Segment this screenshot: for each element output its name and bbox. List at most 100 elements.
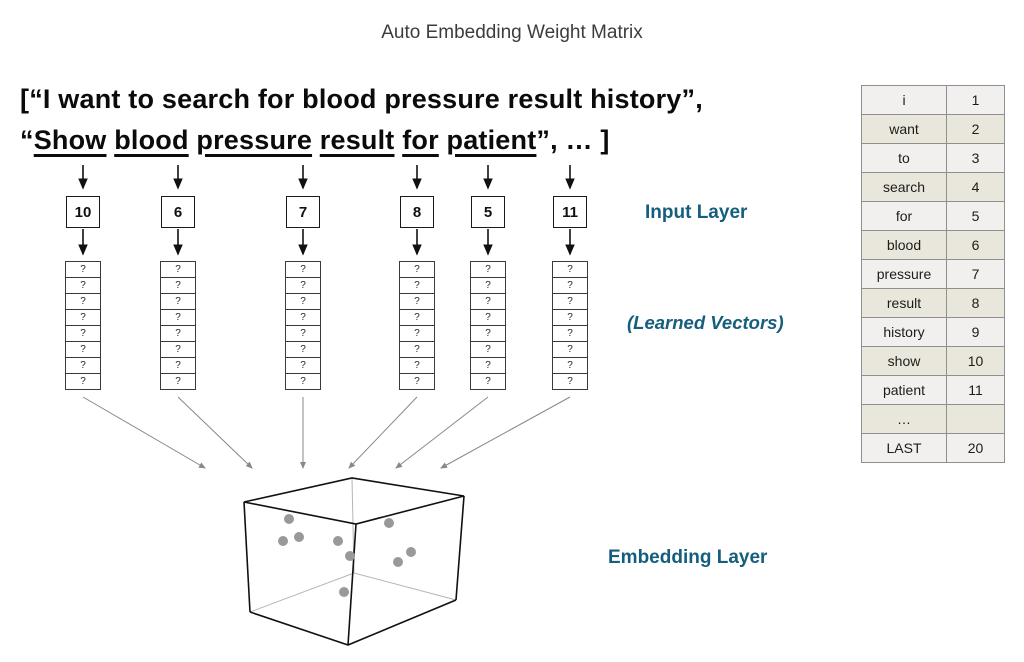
vector-cell: ?: [285, 325, 321, 342]
input-token-box: 11: [553, 196, 587, 228]
input-token-box: 10: [66, 196, 100, 228]
embedding-dots: [278, 514, 416, 597]
vector-cell: ?: [65, 277, 101, 294]
word-to-token-arrows: [78, 165, 575, 190]
learned-vector-column: ????????: [65, 261, 101, 390]
learned-vector-column: ????????: [160, 261, 196, 390]
vector-cell: ?: [160, 373, 196, 390]
vector-cell: ?: [160, 341, 196, 358]
vocab-index: 20: [946, 433, 1005, 463]
vector-cell: ?: [65, 261, 101, 278]
vocab-word: show: [861, 346, 947, 376]
learned-vectors-label: (Learned Vectors): [627, 312, 784, 333]
vector-cell: ?: [285, 309, 321, 326]
vector-cell: ?: [470, 261, 506, 278]
vector-cell: ?: [285, 373, 321, 390]
vocab-index: 10: [946, 346, 1005, 376]
underlined-token: result: [319, 125, 395, 155]
vocab-index: 4: [946, 172, 1005, 202]
vector-cell: ?: [470, 341, 506, 358]
underlined-token: pressure: [196, 125, 313, 155]
vocab-word: to: [861, 143, 947, 173]
sentence-line-2: “Show blood pressure result for patient”…: [20, 125, 610, 156]
learned-vector-column: ????????: [552, 261, 588, 390]
embedding-layer-label: Embedding Layer: [608, 547, 768, 568]
vocab-word: result: [861, 288, 947, 318]
token-to-vector-arrows: [78, 229, 575, 256]
vocab-index: 8: [946, 288, 1005, 318]
vocab-index: 1: [946, 85, 1005, 115]
vector-cell: ?: [399, 325, 435, 342]
vector-cell: ?: [552, 261, 588, 278]
vector-cell: ?: [552, 309, 588, 326]
vector-cell: ?: [552, 293, 588, 310]
vector-cell: ?: [160, 277, 196, 294]
vector-cell: ?: [160, 357, 196, 374]
learned-vector-column: ????????: [285, 261, 321, 390]
vocab-index: 11: [946, 375, 1005, 405]
input-token-box: 5: [471, 196, 505, 228]
vocab-index: 3: [946, 143, 1005, 173]
underlined-token: for: [402, 125, 439, 155]
vector-cell: ?: [285, 277, 321, 294]
vector-cell: ?: [65, 357, 101, 374]
embedding-cube: [243, 477, 465, 646]
vector-cell: ?: [552, 277, 588, 294]
vector-cell: ?: [285, 293, 321, 310]
sentence-text: “: [20, 125, 34, 155]
vocab-word: search: [861, 172, 947, 202]
vector-cell: ?: [399, 261, 435, 278]
vector-cell: ?: [399, 373, 435, 390]
vocab-word: patient: [861, 375, 947, 405]
vector-cell: ?: [552, 373, 588, 390]
sentence-text: [439, 125, 447, 155]
learned-vector-column: ????????: [470, 261, 506, 390]
vector-cell: ?: [65, 309, 101, 326]
vocab-word: …: [861, 404, 947, 434]
vector-cell: ?: [65, 325, 101, 342]
vocab-word: for: [861, 201, 947, 231]
input-token-box: 7: [286, 196, 320, 228]
vocab-word: i: [861, 85, 947, 115]
vocab-index: 7: [946, 259, 1005, 289]
vocab-word: pressure: [861, 259, 947, 289]
sentence-text: [312, 125, 320, 155]
sentence-text: ”, … ]: [536, 125, 610, 155]
vocab-index: 6: [946, 230, 1005, 260]
vector-cell: ?: [470, 309, 506, 326]
vector-cell: ?: [65, 341, 101, 358]
underlined-token: blood: [114, 125, 189, 155]
vocab-index: 5: [946, 201, 1005, 231]
vector-cell: ?: [285, 341, 321, 358]
vector-cell: ?: [65, 293, 101, 310]
vocab-row: …: [861, 404, 1005, 434]
vector-cell: ?: [285, 357, 321, 374]
sentence-line-1: [“I want to search for blood pressure re…: [20, 84, 703, 114]
vocab-index: 9: [946, 317, 1005, 347]
vocab-word: blood: [861, 230, 947, 260]
vector-cell: ?: [399, 293, 435, 310]
vocab-word: want: [861, 114, 947, 144]
vector-cell: ?: [65, 373, 101, 390]
vector-cell: ?: [285, 261, 321, 278]
vector-cell: ?: [470, 357, 506, 374]
underlined-token: Show: [33, 125, 107, 155]
input-token-box: 8: [400, 196, 434, 228]
input-token-box: 6: [161, 196, 195, 228]
vector-cell: ?: [399, 357, 435, 374]
vector-cell: ?: [552, 325, 588, 342]
vector-cell: ?: [470, 293, 506, 310]
vector-cell: ?: [160, 261, 196, 278]
vector-cell: ?: [399, 277, 435, 294]
